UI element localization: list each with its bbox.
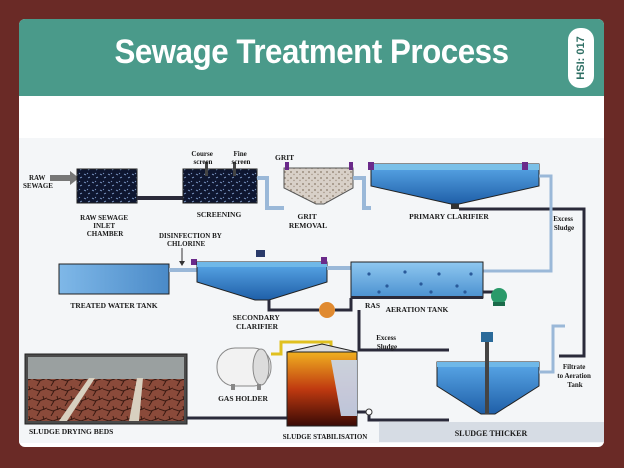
filtrate-label: Filtrate to Aeration Tank <box>557 363 592 389</box>
gas-holder-unit <box>216 347 272 390</box>
fine-screen-label: Fine screen <box>232 150 251 166</box>
grit-removal-label: GRIT REMOVAL <box>289 212 327 230</box>
pipe-primary-aeration <box>483 174 553 273</box>
pipe-grit-primary <box>353 176 371 210</box>
pipe-gas <box>271 340 333 356</box>
treated-water-tank <box>58 263 170 295</box>
sludge-drying-beds-label: SLUDGE DRYING BEDS <box>29 427 113 436</box>
screening-label: SCREENING <box>197 210 242 219</box>
treated-water-tank-label: TREATED WATER TANK <box>70 301 157 310</box>
secondary-clarifier-label: SECONDARY CLARIFIER <box>233 313 282 331</box>
primary-clarifier-tank <box>368 162 540 209</box>
sludge-thicker-strip <box>379 422 604 442</box>
fine-screen <box>233 162 236 176</box>
header-bar: Sewage Treatment Process HSI: 017 <box>19 19 604 96</box>
code-badge-text: HSI: 017 <box>575 36 587 80</box>
raw-sewage-inlet-label: RAW SEWAGE INLET CHAMBER <box>80 214 130 238</box>
screening-unit <box>182 168 258 204</box>
ras-label: RAS <box>365 301 380 310</box>
disinfection-label: DISINFECTION BY CHLORINE <box>159 232 223 248</box>
raw-sewage-arrow <box>50 171 79 185</box>
page-title: Sewage Treatment Process <box>114 33 509 71</box>
grit-removal-unit <box>283 162 354 205</box>
chlorine-dosing-point <box>191 259 197 265</box>
valve <box>365 408 373 416</box>
ras-pump <box>267 298 353 318</box>
sludge-thickener-tank <box>436 332 540 415</box>
sludge-drying-beds <box>24 353 188 425</box>
sludge-thicker-label: SLUDGE THICKER <box>455 429 528 438</box>
grit-label: GRIT <box>275 153 294 162</box>
excess-sludge-mid-label: Excess Sludge <box>376 334 398 351</box>
aeration-tank-label: AERATION TANK <box>386 305 449 314</box>
primary-clarifier-label: PRIMARY CLARIFIER <box>409 212 489 221</box>
course-screen <box>205 162 208 176</box>
aeration-blower <box>483 288 507 306</box>
sludge-stabilisation-label: SLUDGE STABILISATION <box>283 433 368 441</box>
pipe-thickener-stabilisation <box>357 410 449 422</box>
disinfection-arrowhead <box>179 261 185 266</box>
pipe-excess-sludge-primary <box>459 207 586 358</box>
aeration-tank <box>350 261 484 299</box>
pipe-screen-grit <box>257 176 284 210</box>
pipe-inlet-screen <box>137 196 183 200</box>
course-screen-label: Course screen <box>191 150 214 166</box>
sludge-stabilisation-tank <box>286 343 358 427</box>
excess-sludge-top-label: Excess Sludge <box>553 215 575 232</box>
gas-holder-label: GAS HOLDER <box>218 394 268 403</box>
raw-sewage-label: RAW SEWAGE <box>23 174 53 190</box>
code-badge: HSI: 017 <box>568 28 594 88</box>
process-diagram: RAW SEWAGE RAW SEWAGE INLET CHAMBER Cour… <box>19 138 604 443</box>
pipe-filtrate <box>539 324 565 374</box>
slide-card: Sewage Treatment Process HSI: 017 <box>19 19 604 447</box>
inlet-chamber <box>76 168 138 204</box>
pipe-excess-sludge-secondary <box>357 310 449 352</box>
